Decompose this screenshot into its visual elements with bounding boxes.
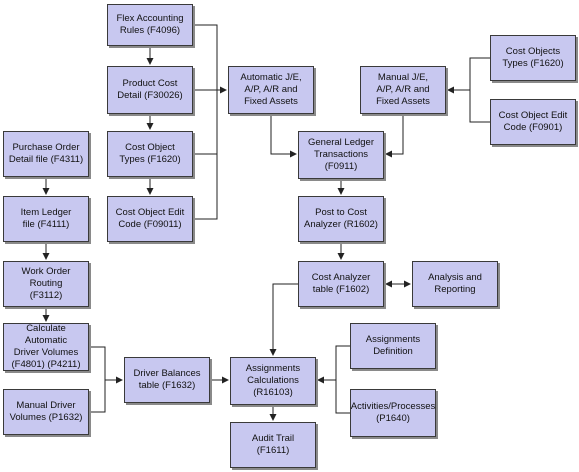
conn-defs-bus — [335, 345, 350, 414]
calculate-automatic-driver-volumes-node: Calculate Automatic Driver Volumes (F480… — [3, 323, 89, 371]
driver-balances-table-node: Driver Balances table (F1632) — [124, 357, 210, 403]
automatic-je-node: Automatic J/E, A/P, A/R and Fixed Assets — [228, 66, 314, 114]
cost-objects-types-right-node: Cost Objects Types (F1620) — [490, 35, 576, 81]
work-order-routing-node: Work Order Routing (F3112) — [3, 261, 89, 307]
manual-je-node: Manual J/E, A/P, A/R and Fixed Assets — [360, 66, 446, 114]
conn-driver-bus — [89, 346, 106, 413]
cost-object-types-left-node: Cost Object Types (F1620) — [107, 131, 193, 177]
item-ledger-file-node: Item Ledger file (F4111) — [3, 196, 89, 242]
cost-object-edit-code-left-node: Cost Object Edit Code (F09011) — [107, 196, 193, 242]
activities-processes-node: Activities/Processes (P1640) — [350, 389, 436, 437]
post-to-cost-analyzer-node: Post to Cost Analyzer (R1602) — [298, 196, 384, 242]
analysis-and-reporting-node: Analysis and Reporting — [412, 261, 498, 307]
manual-driver-volumes-node: Manual Driver Volumes (P1632) — [3, 389, 89, 435]
cost-object-edit-code-right-node: Cost Object Edit Code (F0901) — [490, 99, 576, 145]
conn-left-bus — [193, 24, 218, 220]
conn-analyzer-to-assign — [269, 283, 298, 356]
assignments-calculations-node: Assignments Calculations (R16103) — [230, 357, 316, 405]
purchase-order-detail-node: Purchase Order Detail file (F4311) — [3, 131, 89, 177]
flex-accounting-rules-node: Flex Accounting Rules (F4096) — [107, 4, 193, 46]
conn-auto-to-gl — [270, 114, 297, 158]
product-cost-detail-node: Product Cost Detail (F30026) — [107, 66, 193, 114]
cost-analyzer-table-node: Cost Analyzer table (F1602) — [298, 261, 384, 307]
general-ledger-transactions-node: General Ledger Transactions (F0911) — [298, 131, 384, 179]
assignments-definition-node: Assignments Definition — [350, 323, 436, 369]
conn-right-bus — [469, 57, 490, 123]
conn-manual-to-gl — [385, 114, 404, 158]
audit-trail-node: Audit Trail (F1611) — [230, 422, 316, 468]
